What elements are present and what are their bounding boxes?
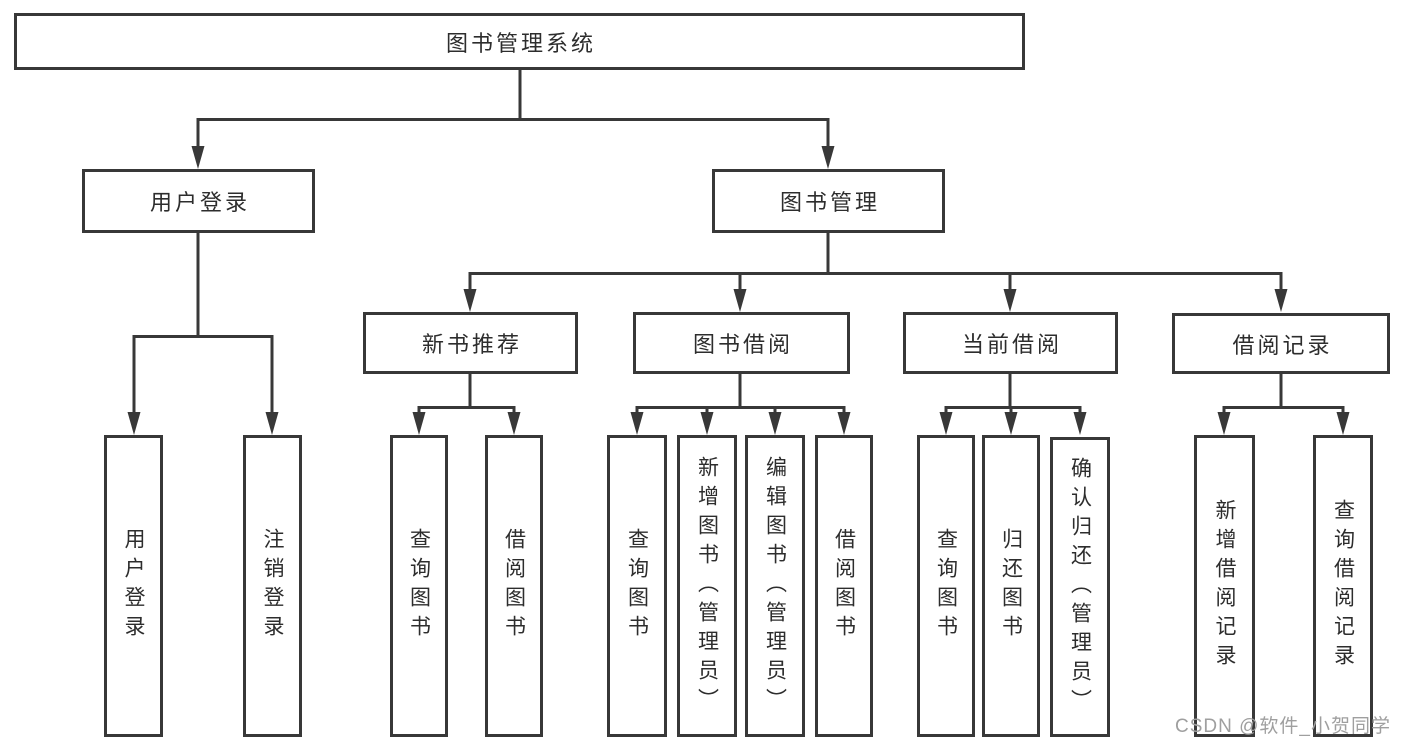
leaf-query-borrow-record: 查询借阅记录	[1313, 435, 1373, 737]
node-book-management: 图书管理	[712, 169, 945, 233]
arrowhead-icon	[733, 289, 747, 312]
leaf-add-borrow-record-label: 新增借阅记录	[1213, 499, 1236, 673]
leaf-query-books-2-label: 查询图书	[625, 528, 649, 644]
arrowhead-icon	[127, 412, 141, 435]
node-current-borrow: 当前借阅	[903, 312, 1118, 374]
leaf-edit-books-admin-label: 编辑图书（管理员）	[763, 455, 787, 717]
node-borrow-records: 借阅记录	[1172, 313, 1390, 374]
arrowhead-icon	[1004, 412, 1018, 435]
connector-path	[132, 70, 1345, 414]
node-root-label: 图书管理系统	[445, 30, 596, 56]
arrowhead-icon	[837, 412, 851, 435]
leaf-borrow-books-2: 借阅图书	[815, 435, 873, 737]
arrowhead-icon	[1003, 289, 1017, 312]
arrowhead-icon	[265, 412, 279, 435]
arrowhead-icon	[821, 146, 835, 169]
node-new-book-recommend-label: 新书推荐	[421, 332, 522, 357]
arrowhead-icon	[463, 289, 477, 312]
leaf-query-books-1-label: 查询图书	[407, 528, 431, 644]
csdn-watermark: CSDN @软件_小贺同学	[1175, 716, 1391, 737]
node-root: 图书管理系统	[14, 13, 1025, 70]
leaf-confirm-return-admin-label: 确认归还（管理员）	[1068, 456, 1092, 718]
node-borrow-records-label: 借阅记录	[1232, 332, 1333, 358]
arrowhead-icon	[630, 412, 644, 435]
leaf-add-books-admin: 新增图书（管理员）	[677, 435, 737, 737]
leaf-logout-label: 注销登录	[261, 528, 284, 644]
arrowhead-icon	[1217, 412, 1231, 435]
leaf-return-books-label: 归还图书	[999, 528, 1023, 644]
connector-strokes	[132, 70, 1345, 414]
leaf-user-login-label: 用户登录	[122, 528, 145, 644]
arrowhead-icon	[768, 412, 782, 435]
leaf-borrow-books-1-label: 借阅图书	[502, 528, 526, 644]
node-book-management-label: 图书管理	[779, 190, 880, 215]
arrowhead-icon	[507, 412, 521, 435]
node-book-borrow: 图书借阅	[633, 312, 850, 374]
arrowhead-icon	[1274, 289, 1288, 312]
node-new-book-recommend: 新书推荐	[363, 312, 578, 374]
leaf-query-borrow-record-label: 查询借阅记录	[1331, 499, 1355, 673]
node-current-borrow-label: 当前借阅	[961, 332, 1062, 357]
leaf-query-books-3: 查询图书	[917, 435, 975, 737]
leaf-return-books: 归还图书	[982, 435, 1040, 737]
arrowhead-icon	[939, 412, 953, 435]
leaf-query-books-1: 查询图书	[390, 435, 448, 737]
node-book-borrow-label: 图书借阅	[692, 332, 793, 357]
leaf-query-books-2: 查询图书	[607, 435, 667, 737]
leaf-user-login: 用户登录	[104, 435, 163, 737]
arrowhead-icon	[1336, 412, 1350, 435]
arrowhead-icon	[191, 146, 205, 169]
leaf-borrow-books-2-label: 借阅图书	[832, 528, 856, 644]
node-user-login-group: 用户登录	[82, 169, 315, 233]
leaf-add-books-admin-label: 新增图书（管理员）	[695, 455, 719, 717]
arrowhead-icon	[412, 412, 426, 435]
leaf-query-books-3-label: 查询图书	[934, 528, 958, 644]
leaf-logout: 注销登录	[243, 435, 302, 737]
arrowheads	[127, 146, 1350, 435]
leaf-confirm-return-admin: 确认归还（管理员）	[1050, 437, 1110, 737]
node-user-login-group-label: 用户登录	[149, 190, 250, 215]
arrowhead-icon	[1073, 412, 1087, 435]
leaf-edit-books-admin: 编辑图书（管理员）	[745, 435, 805, 737]
leaf-borrow-books-1: 借阅图书	[485, 435, 543, 737]
arrowhead-icon	[700, 412, 714, 435]
leaf-add-borrow-record: 新增借阅记录	[1194, 435, 1255, 737]
